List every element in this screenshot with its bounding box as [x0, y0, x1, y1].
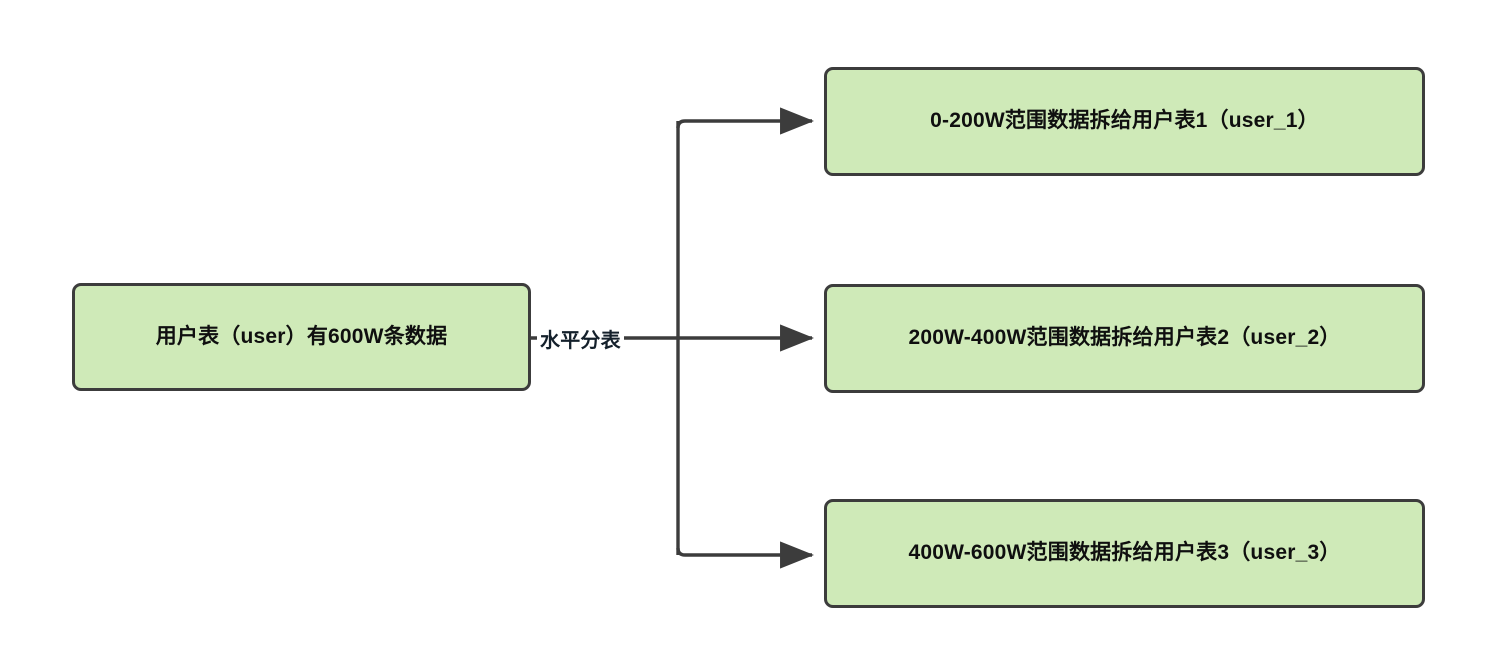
node-user-3-label: 400W-600W范围数据拆给用户表3（user_3） — [908, 541, 1341, 565]
edge-to-user-3 — [676, 541, 815, 569]
edge-label-horizontal-sharding: 水平分表 — [537, 323, 624, 353]
node-user-table-label: 用户表（user）有600W条数据 — [155, 324, 448, 348]
edge-to-user-1 — [676, 107, 815, 135]
node-user-3[interactable]: 400W-600W范围数据拆给用户表3（user_3） — [824, 499, 1425, 608]
edge-label-text: 水平分表 — [540, 329, 621, 352]
node-user-1[interactable]: 0-200W范围数据拆给用户表1（user_1） — [824, 67, 1425, 176]
node-user-1-label: 0-200W范围数据拆给用户表1（user_1） — [930, 109, 1319, 133]
node-user-table[interactable]: 用户表（user）有600W条数据 — [72, 283, 531, 391]
node-user-2-label: 200W-400W范围数据拆给用户表2（user_2） — [908, 326, 1341, 350]
node-user-2[interactable]: 200W-400W范围数据拆给用户表2（user_2） — [824, 284, 1425, 393]
